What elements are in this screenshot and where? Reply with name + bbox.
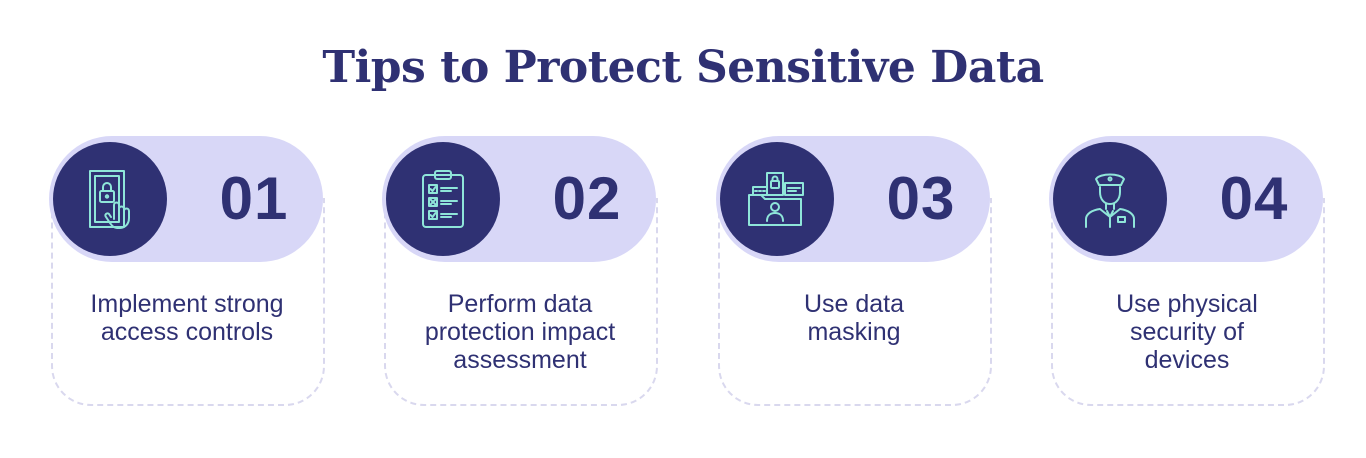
icon-circle xyxy=(720,142,834,256)
step-card-4: 04 Use physical security of devices xyxy=(1049,136,1329,410)
step-number: 01 xyxy=(219,165,289,232)
icon-circle xyxy=(386,142,500,256)
icon-circle xyxy=(1053,142,1167,256)
step-card-3: 03 Use data masking xyxy=(716,136,996,410)
step-outline xyxy=(51,198,325,406)
step-number: 02 xyxy=(552,165,622,232)
step-outline xyxy=(1051,198,1325,406)
step-card-2: 02 Perform data protection impact assess… xyxy=(382,136,662,410)
icon-circle xyxy=(53,142,167,256)
step-number: 03 xyxy=(886,165,956,232)
step-pill: 03 xyxy=(716,136,990,262)
step-card-1: 01 Implement strong access controls xyxy=(49,136,329,410)
step-pill: 01 xyxy=(49,136,323,262)
security-guard-icon xyxy=(1085,173,1135,228)
step-number: 04 xyxy=(1219,165,1289,232)
step-pill: 02 xyxy=(382,136,656,262)
door-lock-hand-icon xyxy=(89,170,130,229)
page-title: Tips to Protect Sensitive Data xyxy=(322,42,1044,93)
step-label: Implement strong access controls xyxy=(90,290,284,346)
secure-folder-user-icon xyxy=(748,172,804,226)
step-label: Use data masking xyxy=(803,290,905,346)
step-label: Perform data protection impact assessmen… xyxy=(424,290,616,374)
step-outline xyxy=(718,198,992,406)
step-pill: 04 xyxy=(1049,136,1323,262)
step-label: Use physical security of devices xyxy=(1116,290,1258,374)
step-outline xyxy=(384,198,658,406)
clipboard-checklist-icon xyxy=(422,170,464,228)
